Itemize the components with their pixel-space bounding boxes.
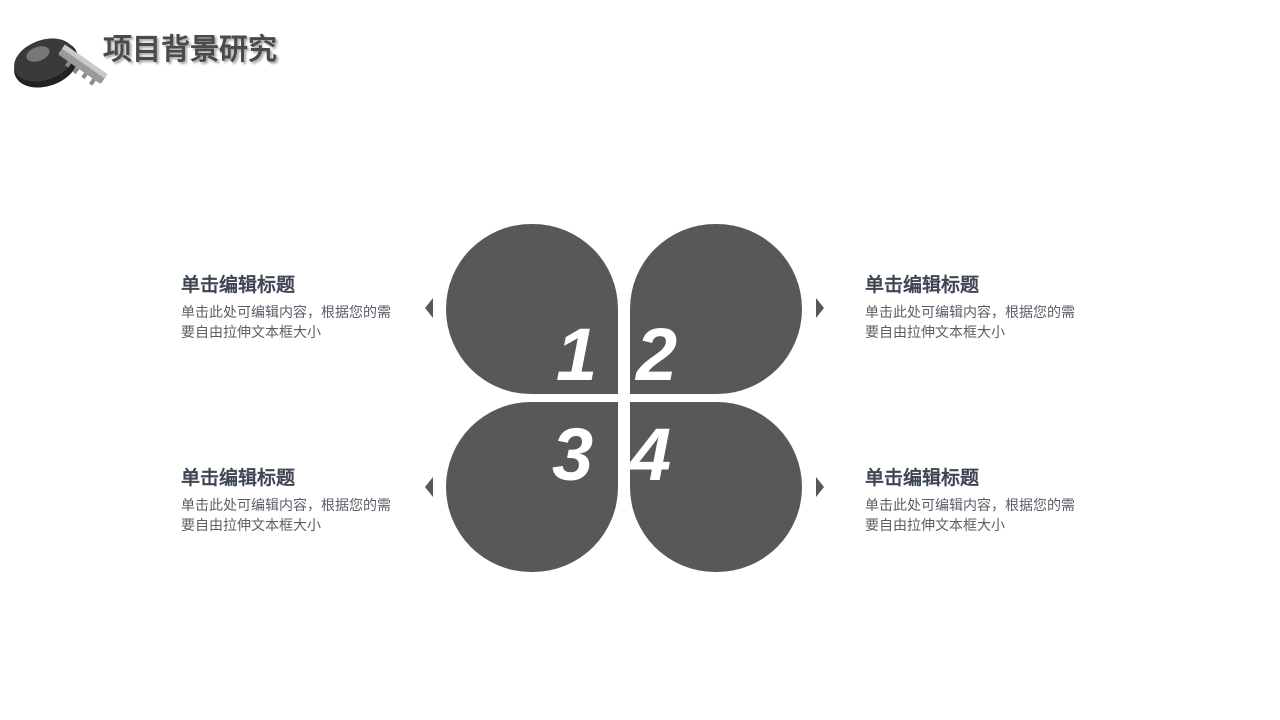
key-icon bbox=[8, 14, 120, 94]
block-body[interactable]: 单击此处可编辑内容，根据您的需要自由拉伸文本框大小 bbox=[181, 498, 391, 534]
triangle-left-icon bbox=[425, 298, 433, 318]
petal-3 bbox=[446, 402, 618, 572]
triangle-right-icon bbox=[816, 298, 824, 318]
block-body[interactable]: 单击此处可编辑内容，根据您的需要自由拉伸文本框大小 bbox=[865, 498, 1075, 534]
block-body[interactable]: 单击此处可编辑内容，根据您的需要自由拉伸文本框大小 bbox=[865, 305, 1075, 341]
triangle-right-icon bbox=[816, 477, 824, 497]
petal-number-2: 2 bbox=[636, 313, 678, 396]
block-title[interactable]: 单击编辑标题 bbox=[865, 467, 980, 489]
text-block-3[interactable]: 单击编辑标题 单击此处可编辑内容，根据您的需要自由拉伸文本框大小 bbox=[181, 464, 421, 536]
text-block-1[interactable]: 单击编辑标题 单击此处可编辑内容，根据您的需要自由拉伸文本框大小 bbox=[181, 271, 421, 343]
petal-number-4: 4 bbox=[630, 413, 672, 496]
block-title[interactable]: 单击编辑标题 bbox=[181, 274, 296, 296]
block-title[interactable]: 单击编辑标题 bbox=[181, 467, 296, 489]
petal-2 bbox=[630, 224, 802, 394]
triangle-left-icon bbox=[425, 477, 433, 497]
text-block-2[interactable]: 单击编辑标题 单击此处可编辑内容，根据您的需要自由拉伸文本框大小 bbox=[865, 271, 1105, 343]
block-body[interactable]: 单击此处可编辑内容，根据您的需要自由拉伸文本框大小 bbox=[181, 305, 391, 341]
petal-4 bbox=[630, 402, 802, 572]
petal-number-3: 3 bbox=[552, 413, 594, 496]
block-title[interactable]: 单击编辑标题 bbox=[865, 274, 980, 296]
petal-1 bbox=[446, 224, 618, 394]
text-block-4[interactable]: 单击编辑标题 单击此处可编辑内容，根据您的需要自由拉伸文本框大小 bbox=[865, 464, 1105, 536]
page-title: 项目背景研究 bbox=[103, 32, 278, 66]
petal-number-1: 1 bbox=[556, 313, 598, 396]
